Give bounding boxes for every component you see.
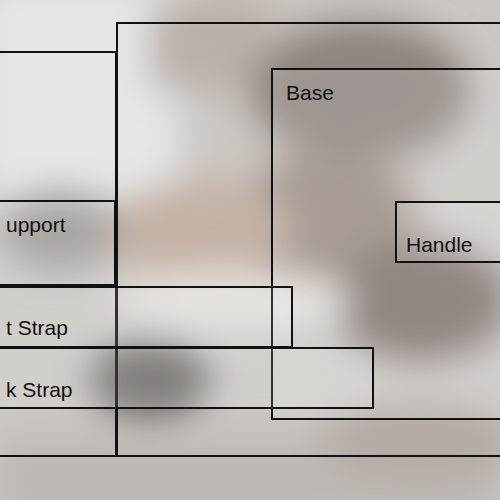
part-label: Base — [286, 81, 334, 104]
part-box: k Strap — [0, 347, 374, 409]
part-label: t Strap — [6, 316, 68, 339]
part-label: k Strap — [6, 378, 73, 401]
part-label: upport — [6, 213, 66, 236]
part-label: Handle — [406, 233, 473, 256]
part-box: upport — [0, 200, 116, 286]
part-box: t Strap — [0, 286, 293, 348]
part-box: Handle — [395, 201, 500, 263]
